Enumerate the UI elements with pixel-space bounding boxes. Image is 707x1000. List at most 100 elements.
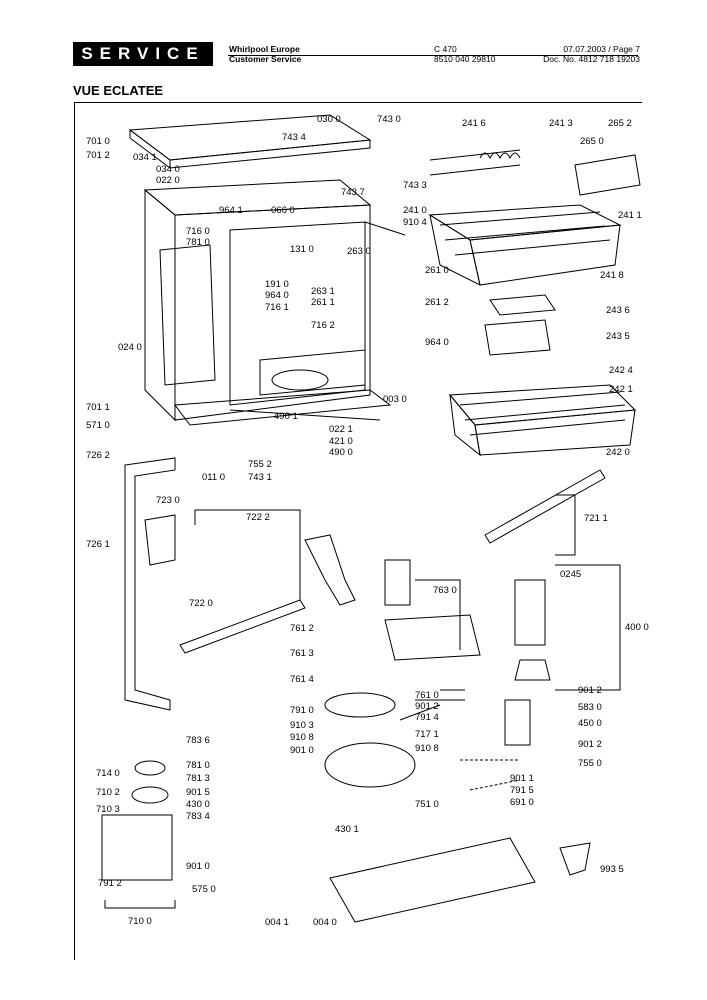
sump-seal-ring xyxy=(324,692,396,718)
part-label-717-1: 717 1 xyxy=(415,729,439,740)
part-label-964-1: 964 1 xyxy=(219,205,243,216)
cutlery-basket-lid xyxy=(489,294,556,316)
part-label-743-7: 743 7 xyxy=(341,187,365,198)
wash-motor xyxy=(514,579,546,646)
bracket-710 xyxy=(104,900,176,909)
part-label-243-6: 243 6 xyxy=(606,305,630,316)
part-label-710-0: 710 0 xyxy=(128,916,152,927)
part-label-701-2: 701 2 xyxy=(86,150,110,161)
model-number: C 470 xyxy=(434,44,457,54)
part-label-743-4: 743 4 xyxy=(282,132,306,143)
base-plate xyxy=(329,837,536,923)
doc-block: 07.07.2003 / Page 7 Doc. No. 4812 718 19… xyxy=(540,44,640,64)
part-label-763-0: 763 0 xyxy=(433,585,457,596)
water-duct-center xyxy=(304,534,356,606)
part-label-131-0: 131 0 xyxy=(290,244,314,255)
frame-top xyxy=(74,102,642,103)
part-label-034-1: 034 1 xyxy=(133,152,157,163)
part-label-791-5: 791 5 xyxy=(510,785,534,796)
part-label-430-0: 430 0 xyxy=(186,799,210,810)
rack-tine-strip xyxy=(479,152,521,160)
part-label-726-2: 726 2 xyxy=(86,450,110,461)
part-label-714-0: 714 0 xyxy=(96,768,120,779)
part-label-901-0b: 901 0 xyxy=(186,861,210,872)
sump-body xyxy=(324,742,416,788)
part-label-261-1: 261 1 xyxy=(311,297,335,308)
part-label-993-5: 993 5 xyxy=(600,864,624,875)
part-label-263-1: 263 1 xyxy=(311,286,335,297)
heater-element xyxy=(504,699,531,746)
part-label-721-1: 721 1 xyxy=(584,513,608,524)
microfilter xyxy=(384,559,411,606)
part-label-701-0: 701 0 xyxy=(86,136,110,147)
company-name: Whirlpool Europe xyxy=(229,44,300,54)
part-label-781-0a: 781 0 xyxy=(186,237,210,248)
worktop-front xyxy=(169,139,371,169)
part-label-901-1: 901 1 xyxy=(510,773,534,784)
part-label-910-8b: 910 8 xyxy=(415,743,439,754)
part-label-901-2c: 901 2 xyxy=(578,739,602,750)
part-label-421-0: 421 0 xyxy=(329,436,353,447)
part-label-241-1: 241 1 xyxy=(618,210,642,221)
part-label-0245: 0245 xyxy=(560,569,581,580)
valve-block xyxy=(144,514,176,566)
date-page: 07.07.2003 / Page 7 xyxy=(563,44,640,54)
part-label-761-3: 761 3 xyxy=(290,648,314,659)
company-block: Whirlpool Europe Customer Service xyxy=(229,44,301,64)
part-label-701-1: 701 1 xyxy=(86,402,110,413)
part-label-743-0: 743 0 xyxy=(377,114,401,125)
part-label-761-0: 761 0 xyxy=(415,690,439,701)
tub-floor xyxy=(259,349,366,396)
part-label-761-2: 761 2 xyxy=(290,623,314,634)
part-label-781-3: 781 3 xyxy=(186,773,210,784)
bracket-763 xyxy=(415,579,461,650)
part-label-755-2: 755 2 xyxy=(248,459,272,470)
part-label-791-2: 791 2 xyxy=(98,878,122,889)
lower-spray-arm xyxy=(484,469,606,544)
model-code: 8510 040 29810 xyxy=(434,54,496,64)
part-label-716-0: 716 0 xyxy=(186,226,210,237)
softener-tank xyxy=(101,814,173,881)
part-label-755-0: 755 0 xyxy=(578,758,602,769)
part-label-265-0: 265 0 xyxy=(580,136,604,147)
part-label-241-6: 241 6 xyxy=(462,118,486,129)
part-label-571-0: 571 0 xyxy=(86,420,110,431)
part-label-242-4: 242 4 xyxy=(609,365,633,376)
part-label-743-3: 743 3 xyxy=(403,180,427,191)
model-block: C 470 8510 040 29810 xyxy=(434,44,495,64)
pump-housing xyxy=(514,659,551,681)
sump-opening xyxy=(271,369,329,391)
part-label-723-0: 723 0 xyxy=(156,495,180,506)
page-title: VUE ECLATEE xyxy=(73,83,164,98)
part-label-004-1: 004 1 xyxy=(265,917,289,928)
part-label-710-3: 710 3 xyxy=(96,804,120,815)
filter-plate xyxy=(384,614,481,661)
lower-rack-wires xyxy=(459,391,626,436)
department-name: Customer Service xyxy=(229,54,302,64)
part-label-490-1: 490 1 xyxy=(274,411,298,422)
part-label-024-0: 024 0 xyxy=(118,342,142,353)
leader-bundle xyxy=(399,689,465,721)
cabinet-front xyxy=(174,204,371,421)
part-label-191-0: 191 0 xyxy=(265,279,289,290)
part-label-263-0: 263 0 xyxy=(347,246,371,257)
part-label-791-4: 791 4 xyxy=(415,712,439,723)
lower-rack-front xyxy=(474,409,636,456)
part-label-066-0: 066 0 xyxy=(271,205,295,216)
bracket-721 xyxy=(555,494,576,556)
part-label-781-0b: 781 0 xyxy=(186,760,210,771)
part-label-964-0b: 964 0 xyxy=(425,337,449,348)
softener-ring xyxy=(131,786,169,804)
upper-rack-front xyxy=(469,224,621,286)
frame-left xyxy=(74,102,75,960)
water-duct-left xyxy=(124,457,176,711)
bracket-722 xyxy=(194,509,301,600)
part-label-575-0: 575 0 xyxy=(192,884,216,895)
header-rule xyxy=(228,55,638,56)
hose-lines xyxy=(460,759,521,791)
part-label-901-5: 901 5 xyxy=(186,787,210,798)
part-label-011-0: 011 0 xyxy=(202,472,225,483)
part-label-430-1: 430 1 xyxy=(335,824,359,835)
part-label-003-0: 003 0 xyxy=(383,394,407,405)
